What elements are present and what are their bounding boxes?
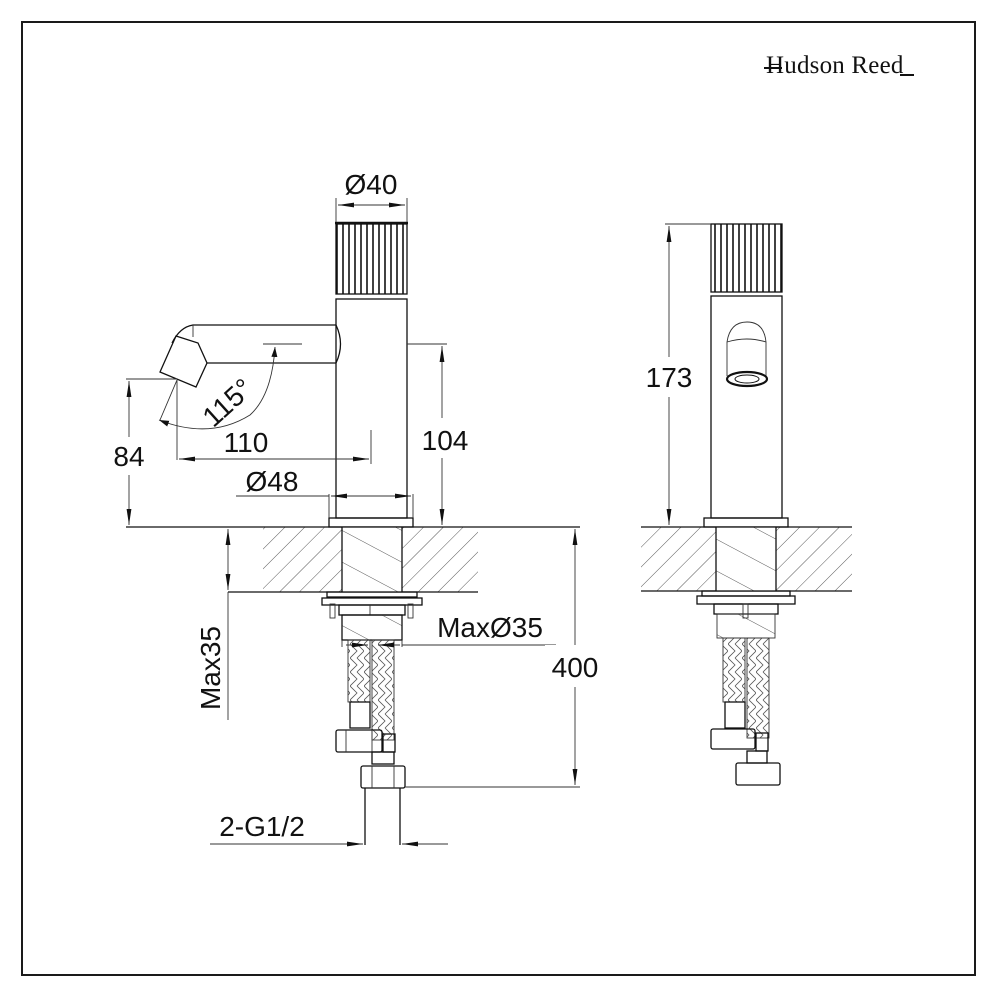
flexible-hoses	[335, 639, 406, 845]
svg-text:MaxØ35: MaxØ35	[437, 612, 543, 643]
svg-text:104: 104	[422, 425, 469, 456]
dimension-total-height: 173	[640, 223, 711, 525]
mounting-hardware	[321, 591, 423, 641]
svg-text:110: 110	[224, 427, 269, 458]
svg-text:115°: 115°	[197, 372, 259, 432]
base-flange-front	[703, 517, 789, 528]
logo-bar-right	[899, 74, 914, 76]
svg-text:173: 173	[646, 362, 693, 393]
brand-name: Hudson Reed	[766, 52, 904, 79]
flexible-hoses-front	[710, 637, 781, 786]
spout	[159, 324, 342, 388]
tap-body-front	[710, 295, 783, 519]
svg-text:Ø48: Ø48	[246, 466, 299, 497]
svg-text:2-G1/2: 2-G1/2	[219, 811, 305, 842]
svg-text:Ø40: Ø40	[345, 169, 398, 200]
dimension-spout-reach: 110	[179, 427, 372, 464]
knurled-handle-front	[710, 223, 783, 293]
tap-body	[335, 298, 408, 519]
brand-logo: Hudson Reed	[764, 52, 914, 80]
countertop-section-front	[641, 526, 852, 592]
dimension-body-height: 104	[407, 343, 469, 525]
dimension-overall-length: 400	[405, 529, 607, 788]
mounting-hardware-front	[696, 590, 796, 639]
logo-bar-left	[764, 67, 782, 69]
side-view: Ø40 104 84 115° 110	[106, 169, 607, 847]
drawing-frame	[21, 21, 976, 976]
aerator	[725, 321, 769, 388]
base-flange	[328, 517, 414, 528]
dimension-base-diameter: Ø48	[236, 466, 414, 518]
knurled-handle	[335, 221, 408, 295]
dimension-max-deck-thickness: Max35	[195, 529, 231, 720]
svg-text:Max35: Max35	[195, 626, 226, 710]
front-view: 173	[640, 223, 852, 786]
dimension-spout-height: 84	[106, 378, 177, 525]
svg-text:84: 84	[113, 441, 144, 472]
dimension-connection: 2-G1/2	[210, 811, 448, 847]
svg-text:400: 400	[552, 652, 599, 683]
countertop-section	[126, 526, 580, 593]
dimension-max-hole-diameter: MaxØ35	[341, 612, 556, 648]
dimension-handle-diameter: Ø40	[335, 169, 408, 222]
